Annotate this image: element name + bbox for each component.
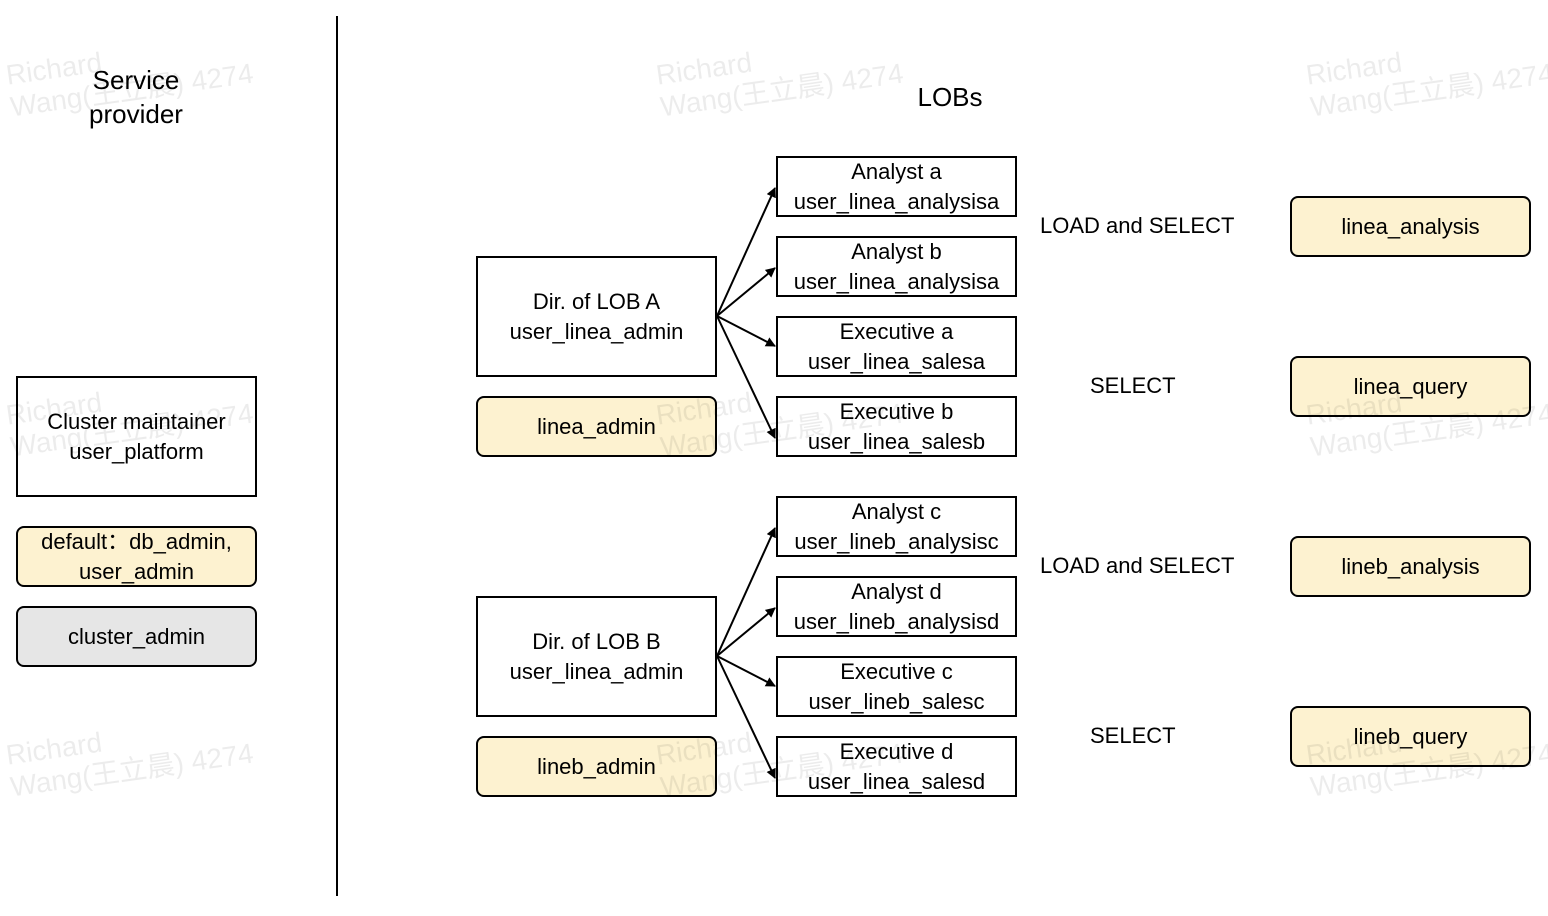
linea-admin-role-label: linea_admin xyxy=(537,413,656,439)
cluster-admin-role-label: cluster_admin xyxy=(68,623,205,649)
default-roles-line1: default：db_admin, xyxy=(41,528,232,554)
lobs-heading: LOBs xyxy=(917,82,983,112)
analyst-b-user: user_linea_analysisa xyxy=(793,268,1000,294)
cluster-maintainer-user: user_platform xyxy=(69,438,204,464)
arrow-lob-b-to-executive-d xyxy=(716,655,776,779)
default-roles-line2: user_admin xyxy=(79,558,194,584)
executive-d-box[interactable]: Executive d user_linea_salesd xyxy=(776,736,1017,797)
lob-a-analysts-privilege: LOAD and SELECT xyxy=(1040,213,1235,238)
arrow-lob-b-to-executive-c xyxy=(716,655,776,687)
lineb-analysis-role-label: lineb_analysis xyxy=(1341,553,1480,579)
arrow-lob-b-to-analyst-c xyxy=(716,527,776,657)
analyst-c-box[interactable]: Analyst c user_lineb_analysisc xyxy=(776,496,1017,557)
executive-d-user: user_linea_salesd xyxy=(807,768,986,794)
executive-c-box[interactable]: Executive c user_lineb_salesc xyxy=(776,656,1017,717)
arrow-lob-a-to-executive-a xyxy=(716,315,776,347)
cluster-maintainer-title: Cluster maintainer xyxy=(47,408,226,434)
linea-query-role[interactable]: linea_query xyxy=(1290,356,1531,417)
lineb-admin-role-label: lineb_admin xyxy=(537,753,656,779)
default-roles-box[interactable]: default：db_admin, user_admin xyxy=(16,526,257,587)
linea-admin-role[interactable]: linea_admin xyxy=(476,396,717,457)
service-provider-heading-line2: provider xyxy=(89,99,183,129)
linea-query-role-label: linea_query xyxy=(1353,373,1468,399)
arrow-lob-a-to-executive-b xyxy=(716,315,776,439)
analyst-a-box[interactable]: Analyst a user_linea_analysisa xyxy=(776,156,1017,217)
analyst-d-box[interactable]: Analyst d user_lineb_analysisd xyxy=(776,576,1017,637)
executive-c-title: Executive c xyxy=(840,658,953,684)
lob-b-director-title: Dir. of LOB B xyxy=(532,628,661,654)
cluster-admin-role[interactable]: cluster_admin xyxy=(16,606,257,667)
arrow-lob-a-to-analyst-b xyxy=(716,267,776,317)
analyst-d-user: user_lineb_analysisd xyxy=(793,608,1000,634)
lineb-analysis-role[interactable]: lineb_analysis xyxy=(1290,536,1531,597)
executive-a-user: user_linea_salesa xyxy=(807,348,986,374)
arrow-lob-a-to-analyst-a xyxy=(716,187,776,317)
executive-c-user: user_lineb_salesc xyxy=(808,688,985,714)
lob-a-director-box[interactable]: Dir. of LOB A user_linea_admin xyxy=(476,256,717,377)
lob-a-director-title: Dir. of LOB A xyxy=(532,288,661,314)
lob-a-executives-privilege: SELECT xyxy=(1090,373,1176,398)
executive-d-title: Executive d xyxy=(839,738,954,764)
linea-analysis-role-label: linea_analysis xyxy=(1341,213,1480,239)
analyst-a-title: Analyst a xyxy=(851,158,942,184)
analyst-b-box[interactable]: Analyst b user_linea_analysisa xyxy=(776,236,1017,297)
lob-a-director-user: user_linea_admin xyxy=(509,318,684,344)
lineb-query-role-label: lineb_query xyxy=(1353,723,1468,749)
lineb-admin-role[interactable]: lineb_admin xyxy=(476,736,717,797)
analyst-d-title: Analyst d xyxy=(851,578,942,604)
cluster-maintainer-box[interactable]: Cluster maintainer user_platform xyxy=(16,376,257,497)
linea-analysis-role[interactable]: linea_analysis xyxy=(1290,196,1531,257)
executive-a-box[interactable]: Executive a user_linea_salesa xyxy=(776,316,1017,377)
analyst-c-title: Analyst c xyxy=(851,498,942,524)
lob-b-analysts-privilege: LOAD and SELECT xyxy=(1040,553,1235,578)
executive-b-user: user_linea_salesb xyxy=(807,428,986,454)
executive-a-title: Executive a xyxy=(839,318,954,344)
executive-b-title: Executive b xyxy=(839,398,954,424)
analyst-b-title: Analyst b xyxy=(851,238,942,264)
lob-b-executives-privilege: SELECT xyxy=(1090,723,1176,748)
analyst-a-user: user_linea_analysisa xyxy=(793,188,1000,214)
lob-b-director-box[interactable]: Dir. of LOB B user_linea_admin xyxy=(476,596,717,717)
lineb-query-role[interactable]: lineb_query xyxy=(1290,706,1531,767)
lob-b-director-user: user_linea_admin xyxy=(509,658,684,684)
analyst-c-user: user_lineb_analysisc xyxy=(794,528,999,554)
arrow-lob-b-to-analyst-d xyxy=(716,607,776,657)
service-provider-heading-line1: Service xyxy=(92,65,180,95)
executive-b-box[interactable]: Executive b user_linea_salesb xyxy=(776,396,1017,457)
service-provider-heading: Service provider xyxy=(36,63,236,131)
